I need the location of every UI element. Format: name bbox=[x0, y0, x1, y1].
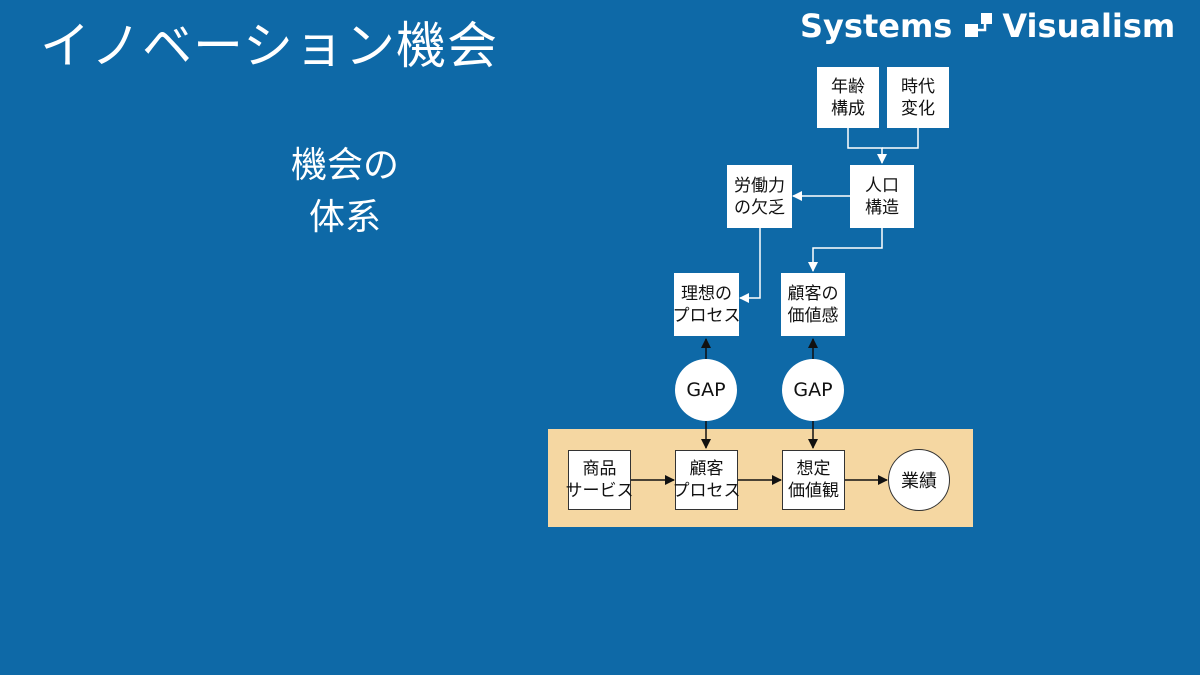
node-era-change: 時代 変化 bbox=[887, 67, 949, 128]
page-title: イノベーション機会 bbox=[40, 17, 498, 75]
node-gap-left: GAP bbox=[675, 359, 737, 421]
connector-era-to-population bbox=[882, 128, 919, 149]
node-population-structure: 人口 構造 bbox=[850, 165, 914, 228]
node-gap-right: GAP bbox=[782, 359, 844, 421]
systems-visualism-logo: Systems Visualism bbox=[800, 6, 1175, 46]
logo-text-left: Systems bbox=[800, 7, 953, 45]
node-results: 業績 bbox=[888, 449, 950, 511]
node-assumed-values: 想定 価値観 bbox=[782, 450, 845, 510]
node-customer-process: 顧客 プロセス bbox=[673, 450, 741, 510]
subtitle-line-2: 体系 bbox=[308, 197, 381, 238]
connector-labor-to-ideal bbox=[739, 228, 761, 303]
node-products-services: 商品 サービス bbox=[566, 450, 634, 510]
connector-age-to-population bbox=[847, 128, 887, 164]
node-labor-shortage: 労働力 の欠乏 bbox=[727, 165, 792, 228]
node-age-structure: 年齢 構成 bbox=[817, 67, 879, 128]
node-customer-values: 顧客の 価値感 bbox=[781, 273, 845, 336]
node-ideal-process: 理想の プロセス bbox=[673, 273, 741, 336]
logo-text-right: Visualism bbox=[1002, 7, 1176, 45]
subtitle: 機会の 体系 bbox=[270, 140, 420, 244]
logo-mark-icon bbox=[965, 13, 993, 37]
subtitle-line-1: 機会の bbox=[290, 145, 399, 186]
connector-population-to-values bbox=[808, 228, 883, 272]
